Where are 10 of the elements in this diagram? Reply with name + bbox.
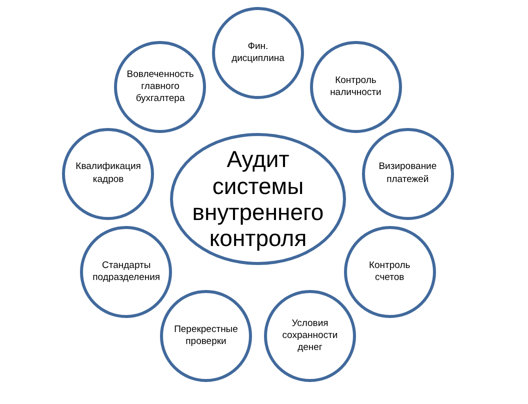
node-label: Фин. дисциплина (230, 40, 286, 66)
node-label: Условия сохранности денег (281, 318, 339, 355)
node-label: Контроль счетов (368, 260, 412, 284)
node-label: Визирование платежей (378, 161, 438, 186)
node-label: Квалификация кадров (74, 161, 142, 186)
node-label: Вовлеченность главного бухгалтера (126, 68, 195, 106)
node-label: Аудит системы внутреннего контроля (191, 146, 325, 252)
node-label: Перекрестные проверки (173, 324, 239, 349)
node-label: Контроль наличности (329, 74, 382, 100)
node-label: Стандарты подразделения (92, 260, 162, 284)
